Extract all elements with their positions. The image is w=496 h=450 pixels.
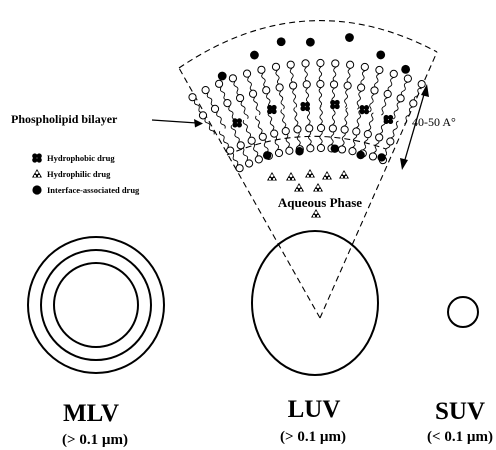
mlv-vesicle <box>28 237 164 373</box>
lipid-molecule <box>356 63 368 109</box>
mlv-inner-ring <box>54 263 138 347</box>
lipid-molecule <box>302 60 310 107</box>
lipid-molecule <box>287 61 297 107</box>
lipid-molecule <box>243 70 260 115</box>
lipid-molecule <box>338 108 348 153</box>
lipid-molecule <box>215 80 237 124</box>
lipid-molecule <box>268 112 283 157</box>
lipid-molecule <box>368 66 383 112</box>
mlv-middle-ring <box>41 250 151 360</box>
suv-size-label: (< 0.1 µm) <box>427 429 493 445</box>
legend-label-hydrophobic: Hydrophobic drug <box>47 153 115 163</box>
drug-legend: Hydrophobic drug Hydrophilic drug Interf… <box>32 153 140 195</box>
interface-drug <box>356 151 364 159</box>
interface-drug <box>263 151 271 159</box>
hydrophobic-drug-icon <box>32 153 42 162</box>
hydrophilic-drug <box>322 171 332 180</box>
hydrophilic-drug <box>305 169 315 178</box>
lipid-molecule <box>281 109 293 154</box>
bilayer-arrow <box>152 119 203 128</box>
luv-size-label: (> 0.1 µm) <box>280 429 346 445</box>
legend-label-interface: Interface-associated drug <box>47 185 140 195</box>
lipid-molecule <box>317 59 324 106</box>
lipid-molecule <box>229 75 248 119</box>
interface-drug <box>331 144 339 152</box>
interface-drug <box>295 147 303 155</box>
lipid-molecule <box>349 110 362 155</box>
mlv-outer-ring <box>28 237 164 373</box>
interface-drug <box>376 51 385 60</box>
interface-drug <box>401 65 410 74</box>
lipid-molecule <box>294 107 304 152</box>
interface-drug <box>277 37 286 46</box>
suv-vesicle <box>448 297 478 327</box>
luv-label: LUV <box>288 396 341 423</box>
hydrophobic-drug <box>300 102 310 111</box>
lipid-molecule <box>392 75 412 119</box>
lipid-molecule <box>359 113 374 158</box>
hydrophobic-drug <box>330 100 340 109</box>
lipid-molecule <box>189 94 215 135</box>
wedge-right-edge <box>320 52 437 318</box>
interface-drug <box>218 72 227 81</box>
suv-label: SUV <box>435 398 485 425</box>
bilayer-label: Phospholipid bilayer <box>11 112 118 126</box>
hydrophilic-drug <box>294 183 304 192</box>
lipid-molecule <box>243 120 263 163</box>
hydrophobic-drug <box>232 118 242 127</box>
luv-vesicle <box>252 231 378 375</box>
hydrophilic-drug <box>339 170 349 179</box>
lipid-molecule <box>344 61 354 107</box>
hydrophobic-drug <box>384 115 394 124</box>
lipid-molecule <box>219 131 244 172</box>
interface-drug <box>345 33 354 42</box>
interface-drug-icon <box>32 185 41 194</box>
mlv-size-label: (> 0.1 µm) <box>62 432 128 448</box>
interface-drug <box>250 51 259 60</box>
hydrophilic-drug <box>313 183 323 192</box>
aqueous-phase-label: Aqueous Phase <box>278 195 362 210</box>
interface-drug <box>306 38 315 47</box>
interface-drug <box>377 153 385 161</box>
hydrophilic-drug <box>311 209 321 218</box>
hydrophilic-drug-icon <box>32 169 42 178</box>
hydrophilic-drug <box>267 172 277 181</box>
hydrophobic-drug <box>359 105 369 114</box>
lipid-molecule <box>380 70 397 115</box>
lipid-molecule <box>317 106 324 152</box>
lipid-molecule <box>230 125 252 167</box>
legend-label-hydrophilic: Hydrophilic drug <box>47 169 111 179</box>
wedge-left-edge <box>179 68 320 318</box>
lipid-molecule <box>306 106 314 152</box>
lipid-molecule <box>330 60 338 107</box>
hydrophilic-drug <box>286 172 296 181</box>
lipid-molecule <box>272 63 284 109</box>
thickness-label: 40-50 A° <box>412 115 456 129</box>
mlv-label: MLV <box>63 400 119 427</box>
